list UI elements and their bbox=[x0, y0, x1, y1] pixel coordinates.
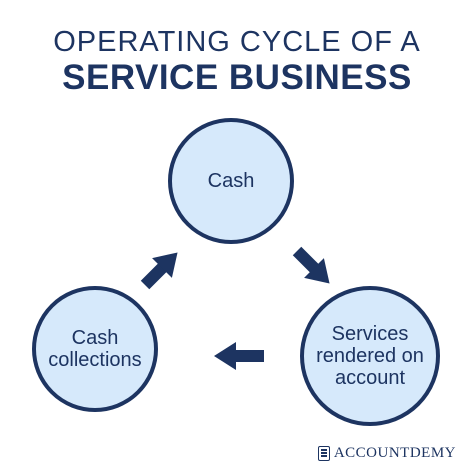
node-services-rendered: Services rendered on account bbox=[300, 286, 440, 426]
accountdemy-logo-icon bbox=[317, 445, 330, 461]
node-cash-label: Cash bbox=[207, 169, 255, 192]
node-cash-collections-label: Cash collections bbox=[48, 327, 142, 371]
title-line-2: SERVICE BUSINESS bbox=[62, 58, 412, 97]
brand-logo: ACCOUNTDEMY bbox=[317, 444, 456, 462]
arrow-collections-to-cash bbox=[140, 252, 178, 290]
title-line-1: OPERATING CYCLE OF A bbox=[53, 26, 421, 58]
node-cash-collections: Cash collections bbox=[32, 286, 158, 412]
arrow-cash-to-services bbox=[292, 246, 330, 284]
node-services-rendered-label: Services rendered on account bbox=[316, 323, 424, 389]
brand-name: ACCOUNTDEMY bbox=[333, 444, 456, 461]
node-cash: Cash bbox=[168, 118, 294, 244]
arrow-services-to-collections bbox=[214, 342, 264, 370]
